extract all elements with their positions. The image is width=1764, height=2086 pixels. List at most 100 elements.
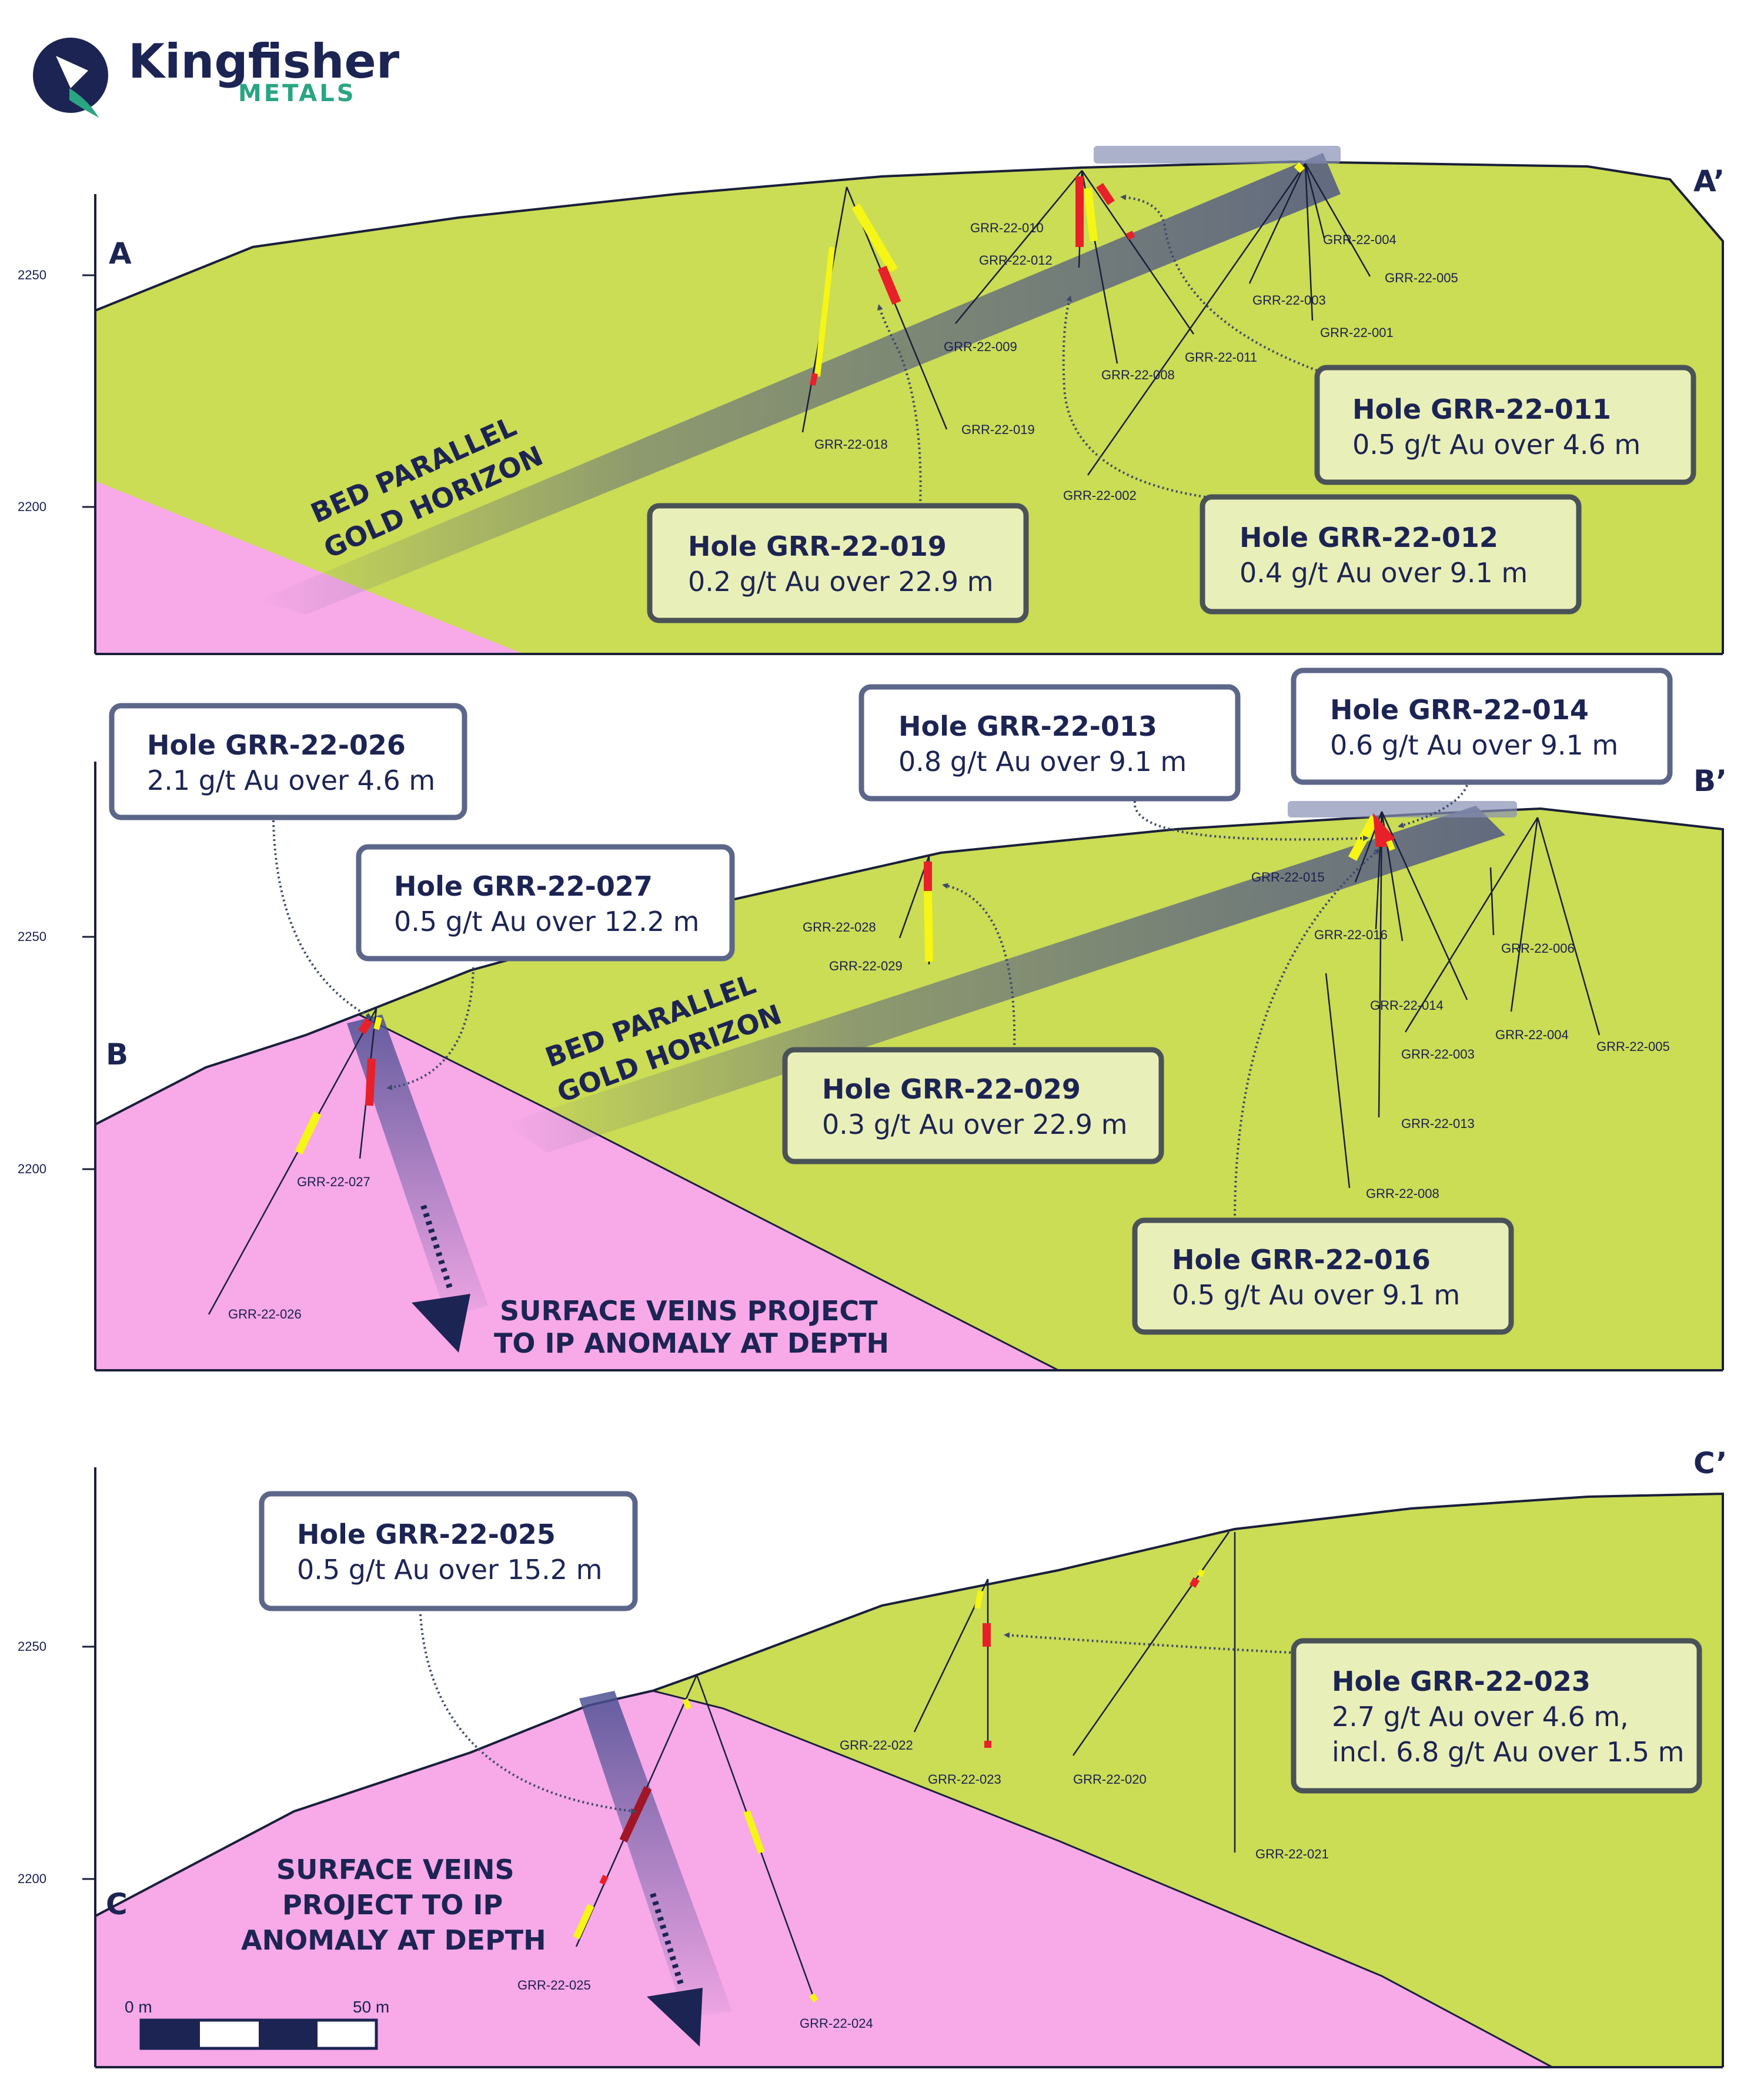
drill-hole-trace bbox=[1489, 867, 1495, 936]
drill-hole-trace bbox=[955, 170, 1083, 324]
box-title: Hole GRR-22-019 bbox=[688, 530, 947, 562]
hole-label: GRR-22-002 bbox=[1063, 488, 1137, 503]
drill-hole-trace bbox=[1510, 817, 1539, 1012]
assay-interval-red bbox=[599, 1874, 609, 1885]
ip-arrow-head-icon bbox=[647, 1988, 703, 2047]
drill-hole-trace bbox=[1536, 817, 1601, 1036]
section-label-right: C’ bbox=[1693, 1446, 1728, 1480]
drill-hole-trace bbox=[1378, 811, 1383, 1118]
hole-label: GRR-22-026 bbox=[228, 1307, 302, 1321]
ip-projection-dashed bbox=[420, 1204, 453, 1289]
result-box: Hole GRR-22-014 0.6 g/t Au over 9.1 m bbox=[1291, 667, 1673, 785]
callout-arrow bbox=[272, 820, 372, 1019]
result-box: Hole GRR-22-013 0.8 g/t Au over 9.1 m bbox=[858, 684, 1241, 802]
veins-label: PROJECT TO IP bbox=[282, 1889, 503, 1921]
gold-horizon-band bbox=[506, 806, 1505, 1153]
ip-arrow-head-icon bbox=[412, 1294, 470, 1353]
section-label-right: B’ bbox=[1693, 764, 1727, 798]
assay-interval-red bbox=[358, 1018, 373, 1034]
box-title: Hole GRR-22-026 bbox=[147, 729, 406, 761]
assay-interval-yellow bbox=[814, 246, 835, 377]
contact-b bbox=[358, 1013, 1059, 1371]
drill-hole-trace bbox=[1087, 163, 1307, 476]
section-panel-b: 2250 2200 BED PARALLEL GOLD HORIZON SURF… bbox=[18, 667, 1727, 1371]
elevation-tick: 2200 bbox=[18, 499, 46, 514]
hole-label: GRR-22-003 bbox=[1252, 293, 1326, 308]
hole-label: GRR-22-025 bbox=[517, 1978, 591, 1992]
result-box: Hole GRR-22-025 0.5 g/t Au over 15.2 m bbox=[259, 1491, 638, 1611]
result-box: Hole GRR-22-026 2.1 g/t Au over 4.6 m bbox=[109, 703, 467, 820]
assay-interval-yellow bbox=[1084, 188, 1098, 242]
assay-interval-yellow bbox=[295, 1111, 322, 1155]
callout-arrow bbox=[1398, 785, 1468, 828]
elevation-tick: 2200 bbox=[18, 1162, 46, 1176]
callout-arrow bbox=[877, 304, 922, 506]
drill-hole-trace bbox=[1248, 163, 1307, 284]
assay-interval-darkred bbox=[619, 1786, 652, 1843]
hole-label: GRR-22-001 bbox=[1320, 325, 1394, 340]
box-line: 0.2 g/t Au over 22.9 m bbox=[688, 566, 993, 598]
result-box: Hole GRR-22-011 0.5 g/t Au over 4.6 m bbox=[1314, 365, 1696, 485]
assay-interval-yellow bbox=[851, 203, 898, 273]
box-line: 0.5 g/t Au over 15.2 m bbox=[297, 1554, 602, 1586]
drill-hole-trace bbox=[1325, 973, 1351, 1189]
section-panel-c: 2250 2200 SURFACE VEINS PROJECT TO IP AN… bbox=[18, 1446, 1728, 2068]
hole-label: GRR-22-011 bbox=[1185, 350, 1257, 365]
hole-label: GRR-22-008 bbox=[1101, 368, 1175, 382]
pink-unit-c bbox=[95, 1691, 1552, 2067]
hole-label: GRR-22-009 bbox=[944, 339, 1017, 354]
brand-name: Kingfisher bbox=[128, 34, 400, 89]
box-line: 0.3 g/t Au over 22.9 m bbox=[822, 1109, 1127, 1140]
assay-intervals-c bbox=[573, 1568, 1205, 2003]
hole-label: GRR-22-010 bbox=[970, 221, 1044, 235]
hole-label: GRR-22-024 bbox=[800, 2016, 873, 2031]
callout-arrow bbox=[1234, 849, 1381, 1221]
hole-label: GRR-22-029 bbox=[829, 959, 903, 973]
result-box: Hole GRR-22-012 0.4 g/t Au over 9.1 m bbox=[1200, 494, 1582, 615]
assay-interval-red bbox=[877, 265, 901, 305]
ip-anomaly-projection bbox=[579, 1691, 732, 2017]
veins-label: SURFACE VEINS bbox=[276, 1854, 514, 1885]
topography-c bbox=[95, 1492, 1724, 2067]
box-title: Hole GRR-22-013 bbox=[898, 710, 1157, 742]
section-label-left: C bbox=[106, 1887, 128, 1921]
box-line: 0.5 g/t Au over 9.1 m bbox=[1172, 1279, 1460, 1311]
gold-horizon-band bbox=[259, 153, 1341, 615]
topography-a bbox=[95, 160, 1724, 654]
box-line: 2.1 g/t Au over 4.6 m bbox=[147, 765, 435, 796]
veins-label: SURFACE VEINS PROJECT bbox=[500, 1295, 878, 1327]
box-title: Hole GRR-22-023 bbox=[1332, 1666, 1591, 1697]
kingfisher-logo: Kingfisher METALS bbox=[33, 34, 400, 118]
box-line: 0.8 g/t Au over 9.1 m bbox=[898, 746, 1187, 777]
veins-label: ANOMALY AT DEPTH bbox=[241, 1924, 546, 1956]
assay-interval-yellow bbox=[573, 1904, 594, 1940]
assay-interval-yellow bbox=[743, 1810, 765, 1854]
drill-hole-trace bbox=[208, 1008, 377, 1315]
callout-arrow bbox=[386, 967, 475, 1090]
hole-label: GRR-22-005 bbox=[1596, 1039, 1670, 1054]
hole-label: GRR-22-006 bbox=[1501, 941, 1575, 956]
drill-hole-trace bbox=[1381, 811, 1468, 1000]
assay-interval-red bbox=[1373, 813, 1395, 847]
hole-label: GRR-22-020 bbox=[1073, 1772, 1147, 1787]
assay-interval-yellow bbox=[1386, 840, 1395, 851]
hole-label: GRR-22-014 bbox=[1370, 998, 1444, 1013]
hole-label: GRR-22-021 bbox=[1255, 1847, 1329, 1861]
section-label-left: A bbox=[109, 236, 132, 271]
assay-interval-yellow bbox=[1294, 162, 1305, 173]
drill-hole-trace bbox=[1404, 817, 1539, 1033]
assay-interval-red bbox=[1125, 231, 1135, 240]
result-box: Hole GRR-22-016 0.5 g/t Au over 9.1 m bbox=[1132, 1217, 1514, 1335]
callout-arrow bbox=[419, 1614, 637, 1814]
pink-unit-b bbox=[95, 1014, 1058, 1370]
result-box: Hole GRR-22-019 0.2 g/t Au over 22.9 m bbox=[647, 503, 1029, 623]
assay-interval-yellow bbox=[373, 1016, 382, 1030]
box-title: Hole GRR-22-011 bbox=[1352, 393, 1611, 425]
drill-hole-trace bbox=[1304, 163, 1325, 239]
green-unit-c bbox=[653, 1494, 1723, 2067]
hole-label: GRR-22-003 bbox=[1401, 1047, 1475, 1062]
bird-body-icon bbox=[69, 88, 99, 118]
hole-label: GRR-22-004 bbox=[1495, 1027, 1569, 1042]
elevation-tick: 2250 bbox=[18, 1639, 46, 1654]
hole-label: GRR-22-019 bbox=[961, 422, 1035, 437]
